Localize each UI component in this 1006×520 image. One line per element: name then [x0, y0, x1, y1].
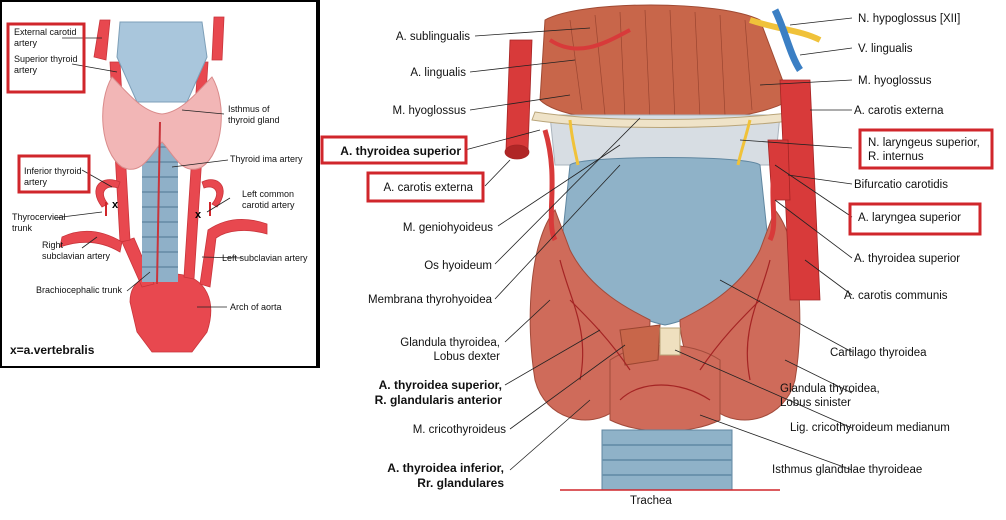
- a-carotis-cut-end: [504, 144, 530, 160]
- label-glandula-sinister: Glandula thyroidea,Lobus sinister: [780, 383, 880, 409]
- highlight-box-a-laryngea-superior: [848, 202, 982, 236]
- highlight-box-a-carotis-externa: [366, 171, 485, 203]
- left-thyroid-gland: [102, 76, 222, 170]
- right-thyroid-illustration: A. sublingualis A. lingualis M. hyogloss…: [320, 4, 994, 507]
- left-leader-lines: [53, 37, 243, 308]
- label-n-hypoglossus: N. hypoglossus [XII]: [858, 13, 960, 25]
- n-hypoglossus-nerve: [749, 17, 822, 43]
- external-carotid-right-side: [211, 16, 225, 61]
- x-mark-left: x: [195, 209, 202, 221]
- label-membrana-thyrohyoidea: Membrana thyrohyoidea: [368, 294, 493, 306]
- external-carotid-left-side: [93, 19, 111, 61]
- right-leader-lines-left: [464, 27, 641, 471]
- highlight-box-n-laryngeus: [858, 128, 994, 170]
- label-left-subclavian: Left subclavian artery: [222, 253, 308, 263]
- label-a-carotis-externa-right: A. carotis externa: [854, 105, 944, 117]
- thyroid-ima-artery: [156, 121, 161, 285]
- inferior-thyroid-loop-left: [201, 179, 224, 208]
- label-a-carotis-externa-box: A. carotis externa: [384, 182, 474, 194]
- label-trachea: Trachea: [630, 495, 672, 507]
- a-carotis-communis-vessel: [779, 79, 821, 301]
- left-subclavian-artery: [199, 218, 268, 288]
- label-m-geniohyoideus: M. geniohyoideus: [403, 222, 493, 234]
- n-laryngeus-nerve-left: [568, 119, 580, 166]
- a-thyroidea-superior-right-vessel: [542, 129, 558, 242]
- vertebral-marks: [105, 202, 211, 216]
- a-lingualis-vessel: [548, 28, 631, 51]
- label-a-carotis-communis: A. carotis communis: [844, 290, 948, 302]
- x-mark-right: x: [112, 199, 119, 211]
- label-a-laryngea-superior: A. laryngea superior: [858, 212, 961, 224]
- label-brachiocephalic: Brachiocephalic trunk: [36, 285, 123, 295]
- label-os-hyoideum: Os hyoideum: [424, 260, 492, 272]
- label-rr-glandularis-anterior: A. thyroidea superior,R. glandularis ant…: [375, 378, 503, 407]
- label-m-hyoglossus-left: M. hyoglossus: [392, 105, 466, 117]
- inferior-thyroid-loop-right: [95, 179, 121, 208]
- left-thyroid-cartilage: [116, 21, 208, 103]
- label-thyroid-ima: Thyroid ima artery: [230, 154, 303, 164]
- label-a-lingualis: A. lingualis: [410, 67, 466, 79]
- label-glandula-dexter: Glandula thyroidea,Lobus dexter: [400, 337, 500, 363]
- highlight-box-inferior-thyroid: [17, 154, 91, 194]
- label-a-thyroidea-superior-box: A. thyroidea superior: [340, 144, 461, 158]
- label-m-cricothyroideus: M. cricothyroideus: [413, 424, 507, 436]
- lig-cricothyroideum-medianum: [659, 327, 681, 356]
- v-lingualis-vein: [771, 8, 803, 72]
- label-v-lingualis: V. lingualis: [858, 43, 913, 55]
- label-rr-glandulares: A. thyroidea inferior,Rr. glandulares: [387, 461, 504, 490]
- highlight-box-a-thyroidea-superior: [320, 135, 468, 165]
- label-arch-of-aorta: Arch of aorta: [230, 302, 282, 312]
- label-a-sublingualis: A. sublingualis: [396, 31, 470, 43]
- label-isthmus-glandulae: Isthmus glandulae thyroideae: [772, 464, 922, 476]
- right-diagram-panel: A. sublingualis A. lingualis M. hyogloss…: [320, 0, 1006, 515]
- a-thyroidea-superior-left-vessel: [767, 149, 783, 242]
- label-lig-cricothyroideum: Lig. cricothyroideum medianum: [790, 422, 950, 434]
- label-a-thyroidea-superior-right: A. thyroidea superior: [854, 253, 960, 265]
- legend-vertebralis: x=a.vertebralis: [10, 343, 95, 357]
- label-cartilago-thyroidea: Cartilago thyroidea: [830, 347, 927, 359]
- muscle-striations: [569, 9, 753, 121]
- m-cricothyroideus: [619, 324, 661, 366]
- label-bifurcatio: Bifurcatio carotidis: [854, 179, 948, 191]
- right-leader-lines-right: [674, 17, 853, 471]
- label-m-hyoglossus-right: M. hyoglossus: [858, 75, 932, 87]
- highlight-box-external-superior: [6, 22, 86, 94]
- n-laryngeus-nerve: [736, 119, 752, 166]
- rr-glandulares-branches: [559, 259, 771, 401]
- label-n-laryngeus: N. laryngeus superior,R. internus: [868, 137, 980, 163]
- trachea-rings: [602, 444, 732, 476]
